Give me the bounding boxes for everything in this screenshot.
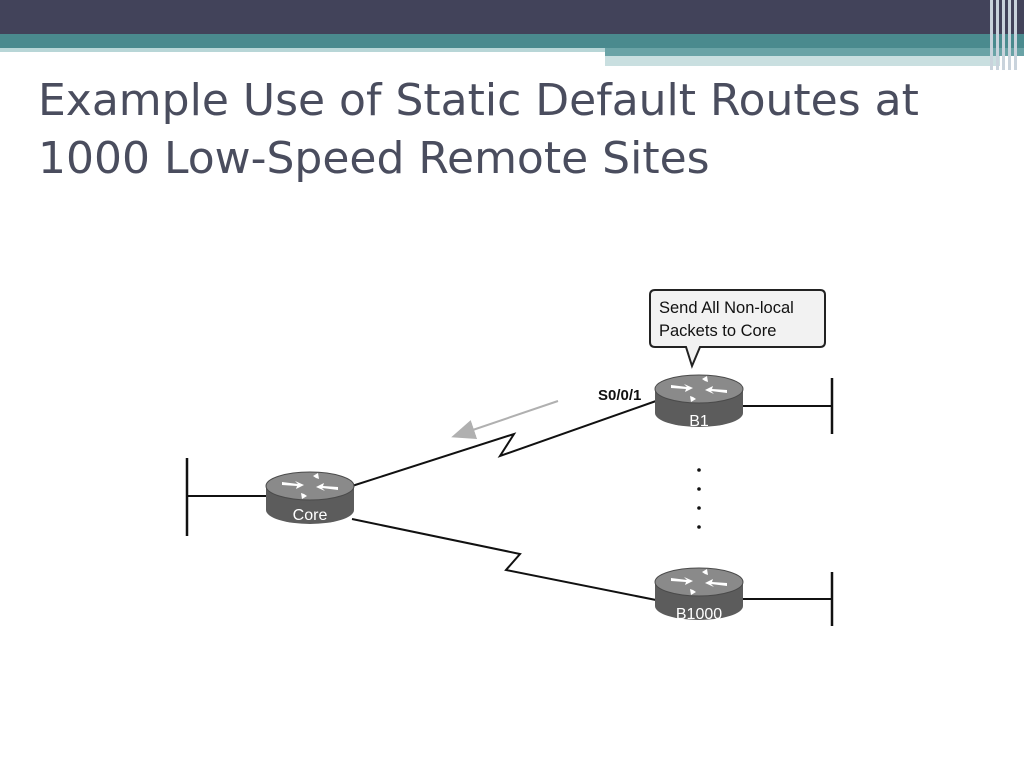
title-line-2: 1000 Low-Speed Remote Sites (38, 133, 710, 184)
interface-label: S0/0/1 (598, 387, 641, 404)
more-routers-ellipsis (697, 468, 701, 529)
callout-text-line-1: Send All Non-local (659, 299, 794, 317)
serial-link-b1000 (351, 518, 657, 601)
serial-link-b1 (351, 400, 657, 487)
page-title: Example Use of Static Default Routes at … (38, 72, 998, 188)
traffic-arrow-icon (451, 400, 559, 440)
callout-text-line-2: Packets to Core (659, 322, 776, 340)
router-core-icon: Core (265, 471, 355, 524)
header-band (0, 0, 1024, 70)
core-lan-segment (185, 458, 268, 536)
router-b1000-icon: B1000 (654, 567, 744, 623)
title-line-1: Example Use of Static Default Routes at (38, 75, 919, 126)
router-core-label: Core (293, 507, 328, 524)
callout-bubble: Send All Non-local Packets to Core (649, 289, 826, 369)
router-b1-icon: B1 (654, 374, 744, 430)
b1000-lan-segment (742, 572, 834, 626)
b1-lan-segment (742, 378, 834, 434)
router-b1000-label: B1000 (676, 606, 722, 623)
router-b1-label: B1 (689, 413, 709, 430)
